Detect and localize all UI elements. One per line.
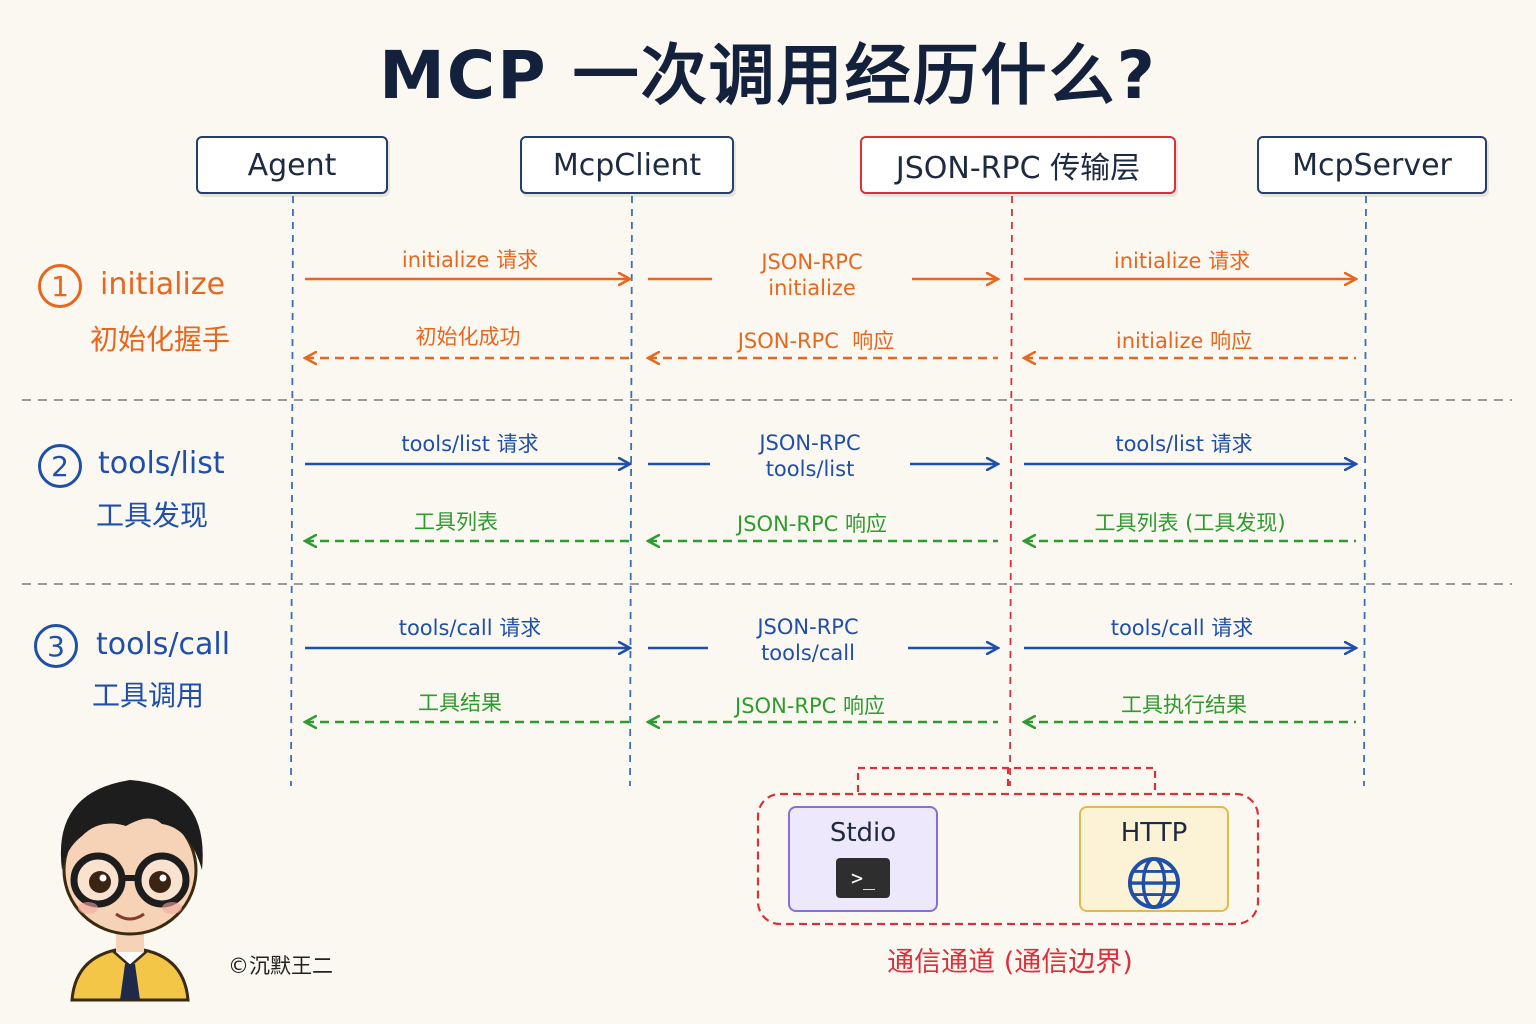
terminal-icon: >_ <box>836 858 890 898</box>
phase-3-resp-label-1: 工具结果 <box>418 691 502 715</box>
phase-3-req-label-3: tools/call 请求 <box>1110 616 1254 640</box>
phase-2-req-label-1: tools/list 请求 <box>401 432 539 456</box>
actor-mcpclient: McpClient <box>520 136 734 194</box>
lifeline-3 <box>1009 195 1013 787</box>
stdio-label: Stdio <box>829 818 897 848</box>
phase-3-number: 3 <box>34 624 78 668</box>
phase-3-resp-label-3: 工具执行结果 <box>1121 693 1247 717</box>
actor-agent: Agent <box>196 136 388 194</box>
phase-3-name: tools/call <box>96 627 231 662</box>
channel-connector <box>856 766 1157 792</box>
phase-1-number: 1 <box>38 264 82 308</box>
phase-2-resp-label-2: JSON-RPC 响应 <box>737 512 887 536</box>
phase-2-resp-label-3: 工具列表 (工具发现) <box>1094 511 1286 535</box>
phase-1-resp-label-3: initialize 响应 <box>1115 329 1253 353</box>
copyright: ©沉默王二 <box>228 954 333 978</box>
phase-1-req-label-1: initialize 请求 <box>401 248 539 272</box>
phase-2-number: 2 <box>38 444 82 488</box>
page-title: MCP 一次调用经历什么? <box>379 37 1157 114</box>
phase-2-subtitle: 工具发现 <box>96 499 209 532</box>
globe-icon <box>1127 856 1181 910</box>
phase-2-name: tools/list <box>98 446 225 481</box>
http-label: HTTP <box>1120 818 1188 848</box>
channel-caption: 通信通道 (通信边界) <box>887 947 1133 978</box>
lifeline-1 <box>290 195 294 787</box>
phase-1-req-label-2: JSON-RPC initialize <box>712 249 912 301</box>
phase-2-resp-label-1: 工具列表 <box>414 510 498 534</box>
stdio-box: Stdio >_ <box>788 806 938 912</box>
actor-mcpserver: McpServer <box>1257 136 1487 194</box>
phase-2-req-label-2: JSON-RPC tools/list <box>710 430 910 482</box>
phase-3-req-label-1: tools/call 请求 <box>398 616 542 640</box>
phase-3-subtitle: 工具调用 <box>92 679 205 712</box>
lifeline-4 <box>1363 195 1367 787</box>
avatar <box>60 780 203 1002</box>
phase-1-subtitle: 初始化握手 <box>90 323 231 356</box>
phase-1-name: initialize <box>100 267 226 302</box>
phase-2-req-label-3: tools/list 请求 <box>1115 432 1253 456</box>
phase-3-req-label-2: JSON-RPC tools/call <box>708 614 908 666</box>
actor-jsonrpc-transport: JSON-RPC 传输层 <box>860 136 1176 194</box>
phase-1-req-label-3: initialize 请求 <box>1113 249 1251 273</box>
channel-boundary <box>756 792 1260 926</box>
phase-3-resp-label-2: JSON-RPC 响应 <box>735 694 885 718</box>
phase-1-resp-label-1: 初始化成功 <box>415 325 521 349</box>
phase-1-resp-label-2: JSON-RPC 响应 <box>737 329 895 353</box>
http-box: HTTP <box>1079 806 1229 912</box>
lifeline-2 <box>629 195 633 787</box>
